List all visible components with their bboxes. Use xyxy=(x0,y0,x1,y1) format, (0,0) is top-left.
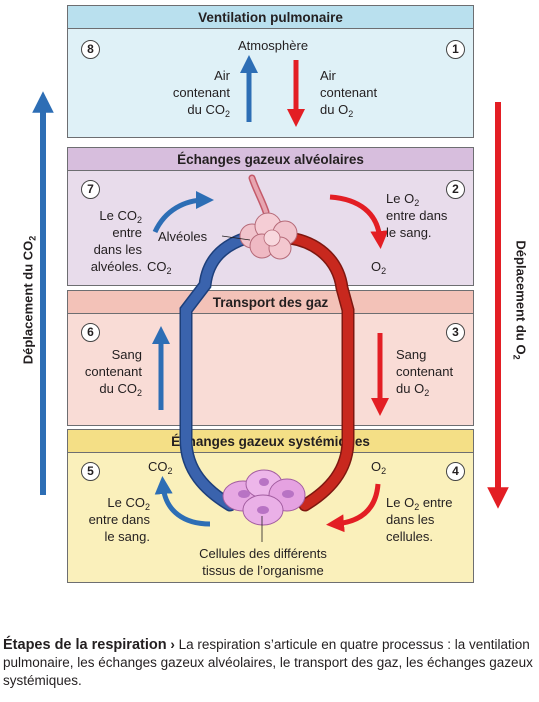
step-4-badge: 4 xyxy=(446,462,465,481)
panel-ventilation: Ventilation pulmonaire xyxy=(67,5,474,138)
panel-gas-transport: Transport des gaz xyxy=(67,290,474,426)
systemic-o2-label: O2 xyxy=(371,459,387,476)
alveolar-co2-label: CO2 xyxy=(147,259,172,276)
co2-to-alveoli-arrow xyxy=(152,191,214,234)
o2-movement-label: Déplacement du O2 xyxy=(511,240,529,360)
blood-vessel-loop xyxy=(179,231,355,512)
alveoli-label: Alvéoles xyxy=(158,229,208,244)
panel-title-ventilation: Ventilation pulmonaire xyxy=(68,6,473,29)
caption-text: La respiration s’articule en quatre proc… xyxy=(3,637,533,688)
step-2-badge: 2 xyxy=(446,180,465,199)
co2-movement-label: Déplacement du CO2 xyxy=(20,235,38,365)
alveolar-o2-label: O2 xyxy=(371,259,387,276)
step-3-badge: 3 xyxy=(446,323,465,342)
step-8-badge: 8 xyxy=(81,40,100,59)
co2-to-blood-arrow xyxy=(154,476,211,527)
caption-marker: › xyxy=(170,637,175,652)
caption-title: Étapes de la respiration xyxy=(3,637,167,653)
panel-title-alveolar: Échanges gazeux alvéolaires xyxy=(68,148,473,171)
step-6-badge: 6 xyxy=(81,323,100,342)
step-5-badge: 5 xyxy=(81,462,100,481)
figure-caption: Étapes de la respiration › La respiratio… xyxy=(3,636,535,690)
panel-alveolar-exchange: Échanges gazeux alvéolaires xyxy=(67,147,474,286)
o2-to-blood-arrow xyxy=(329,194,389,249)
alveoli-icon xyxy=(221,174,298,260)
step-1-badge: 1 xyxy=(446,40,465,59)
systemic-co2-label: CO2 xyxy=(148,459,173,476)
panel-title-systemic: Échanges gazeux systémiques xyxy=(68,430,473,453)
o2-to-cells-arrow xyxy=(326,483,381,533)
atmosphere-label: Atmosphère xyxy=(237,38,309,53)
step-7-badge: 7 xyxy=(81,180,100,199)
tissue-cells-icon xyxy=(222,469,306,542)
panel-title-transport: Transport des gaz xyxy=(68,291,473,314)
panel-systemic-exchange: Échanges gazeux systémiques xyxy=(67,429,474,583)
